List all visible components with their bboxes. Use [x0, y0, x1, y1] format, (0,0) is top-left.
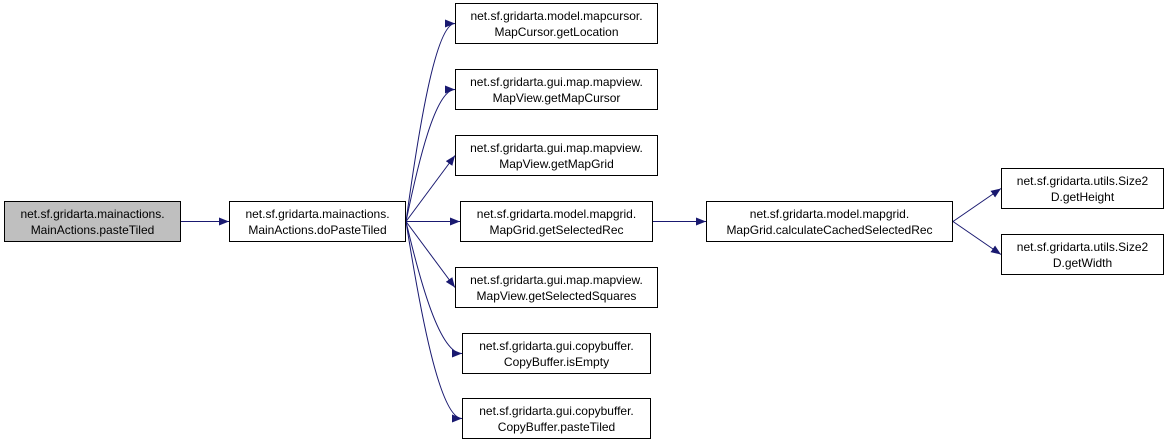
node-label-line2: MapGrid.getSelectedRec [489, 222, 624, 237]
node-getLocation[interactable]: net.sf.gridarta.model.mapcursor.MapCurso… [455, 3, 658, 44]
node-label-line2: MainActions.pasteTiled [30, 222, 155, 237]
node-label-line2: MapView.getMapGrid [499, 156, 614, 171]
node-label-line1: net.sf.gridarta.mainactions. [20, 206, 165, 221]
node-cbPasteTiled[interactable]: net.sf.gridarta.gui.copybuffer.CopyBuffe… [462, 398, 651, 439]
edge-doPasteTiled-to-getMapGrid [405, 155, 456, 222]
node-label-line2: MapView.getMapCursor [492, 90, 621, 105]
node-label-line1: net.sf.gridarta.utils.Size2 [1016, 239, 1149, 254]
node-label-line2: D.getHeight [1050, 189, 1115, 204]
edge-calcCached-to-getHeight [952, 188, 1002, 222]
node-getMapCursor[interactable]: net.sf.gridarta.gui.map.mapview.MapView.… [455, 69, 658, 110]
node-label-line2: MapGrid.calculateCachedSelectedRec [726, 222, 933, 237]
edge-calcCached-to-getWidth [952, 221, 1002, 255]
node-label-line2: CopyBuffer.pasteTiled [497, 419, 616, 434]
node-calcCached[interactable]: net.sf.gridarta.model.mapgrid.MapGrid.ca… [706, 201, 953, 242]
node-label-line2: MainActions.doPasteTiled [248, 222, 387, 237]
edge-doPasteTiled-to-getMapCursor [405, 85, 456, 222]
node-label-line2: CopyBuffer.isEmpty [503, 354, 610, 369]
node-pasteTiled[interactable]: net.sf.gridarta.mainactions.MainActions.… [4, 201, 181, 242]
node-label-line2: MapView.getSelectedSquares [476, 288, 637, 303]
node-doPasteTiled[interactable]: net.sf.gridarta.mainactions.MainActions.… [229, 201, 406, 242]
node-label-line1: net.sf.gridarta.model.mapgrid. [476, 206, 637, 221]
node-label-line1: net.sf.gridarta.utils.Size2 [1016, 173, 1149, 188]
node-isEmpty[interactable]: net.sf.gridarta.gui.copybuffer.CopyBuffe… [462, 333, 651, 374]
node-label-line1: net.sf.gridarta.gui.copybuffer. [479, 338, 634, 353]
edge-doPasteTiled-to-isEmpty [405, 221, 463, 358]
node-label-line1: net.sf.gridarta.model.mapgrid. [749, 206, 910, 221]
node-getSelectedSquares[interactable]: net.sf.gridarta.gui.map.mapview.MapView.… [455, 267, 658, 308]
edge-doPasteTiled-to-getLocation [405, 19, 456, 222]
node-getMapGrid[interactable]: net.sf.gridarta.gui.map.mapview.MapView.… [455, 135, 658, 176]
node-label-line1: net.sf.gridarta.gui.copybuffer. [479, 403, 634, 418]
node-label-line1: net.sf.gridarta.gui.map.mapview. [470, 140, 643, 155]
node-label-line1: net.sf.gridarta.gui.map.mapview. [470, 74, 643, 89]
node-label-line1: net.sf.gridarta.gui.map.mapview. [470, 272, 643, 287]
node-label-line1: net.sf.gridarta.model.mapcursor. [470, 8, 643, 23]
edge-doPasteTiled-to-cbPasteTiled [405, 221, 463, 423]
node-label-line1: net.sf.gridarta.mainactions. [245, 206, 390, 221]
node-getSelectedRec[interactable]: net.sf.gridarta.model.mapgrid.MapGrid.ge… [460, 201, 653, 242]
edge-doPasteTiled-to-getSelectedSquares [405, 221, 456, 288]
node-label-line2: D.getWidth [1052, 255, 1113, 270]
node-label-line2: MapCursor.getLocation [494, 24, 619, 39]
